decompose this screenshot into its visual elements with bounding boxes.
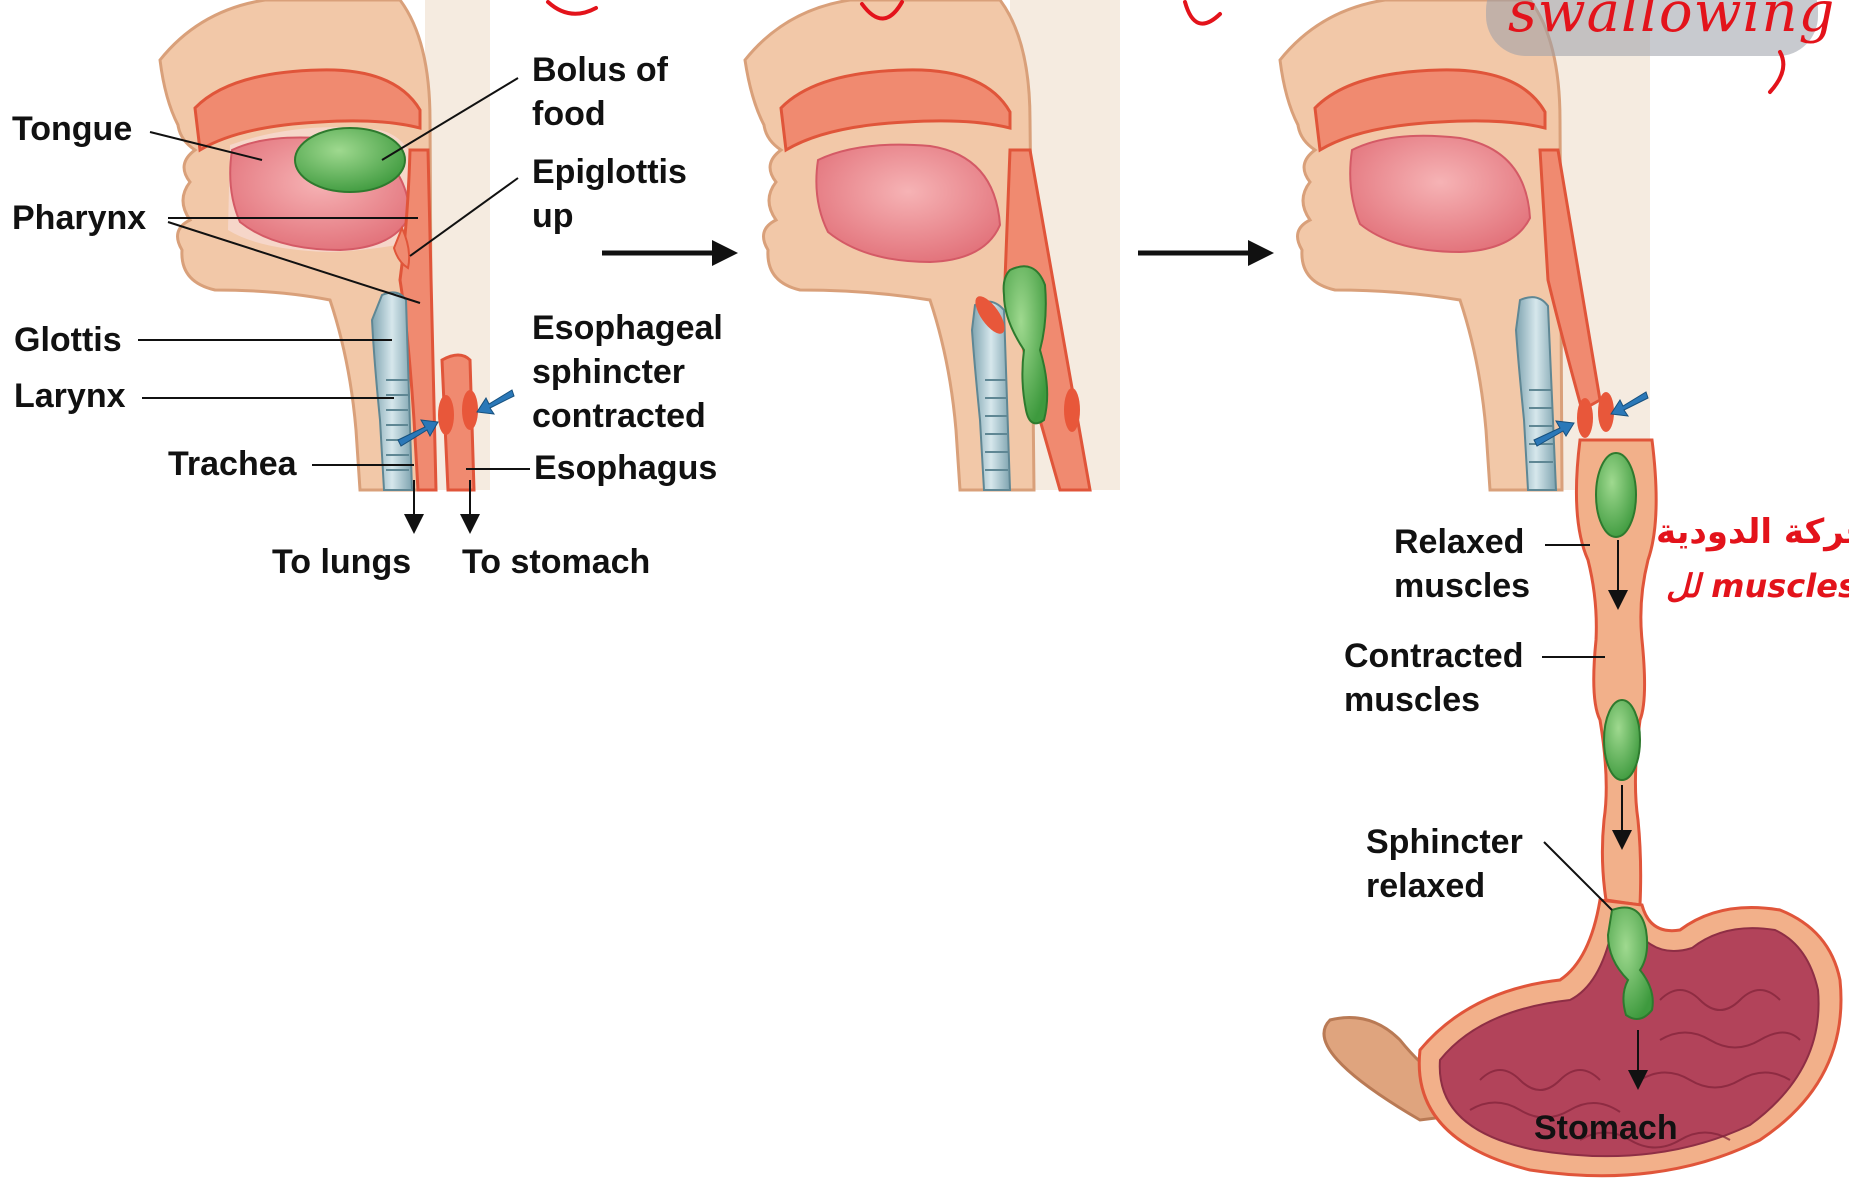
- label-pharynx: Pharynx: [12, 196, 146, 240]
- label-trachea: Trachea: [168, 442, 297, 486]
- label-esophageal-sphincter-contracted: Esophageal sphincter contracted: [532, 306, 723, 438]
- label-esophagus: Esophagus: [534, 446, 717, 490]
- label-sphincter-relaxed: Sphincter relaxed: [1366, 820, 1523, 908]
- label-relaxed-muscles: Relaxed muscles: [1394, 520, 1530, 608]
- scribble-4: [1770, 52, 1783, 92]
- sphincter-right: [462, 390, 478, 430]
- label-bolus-of-food: Bolus of food: [532, 48, 668, 136]
- label-epiglottis-up: Epiglottis up: [532, 150, 687, 238]
- sphincter-left: [438, 395, 454, 435]
- label-to-lungs: To lungs: [272, 540, 411, 584]
- scribble-1: [548, 2, 596, 14]
- handwritten-swallowing: swallowing: [1508, 0, 1835, 48]
- label-stomach: Stomach: [1534, 1106, 1678, 1150]
- panel-3-head-section: [1280, 0, 1650, 490]
- panel-2-head-section: [745, 0, 1120, 490]
- bolus-2: [1604, 700, 1640, 780]
- scribble-3: [1185, 2, 1220, 24]
- label-tongue: Tongue: [12, 107, 132, 151]
- label-larynx: Larynx: [14, 374, 126, 418]
- label-to-stomach: To stomach: [462, 540, 650, 584]
- sphincter-left-3: [1577, 398, 1593, 438]
- label-glottis: Glottis: [14, 318, 122, 362]
- label-contracted-muscles: Contracted muscles: [1344, 634, 1523, 722]
- bolus-1: [1596, 453, 1636, 537]
- sphincter-right-3: [1598, 392, 1614, 432]
- handwritten-arabic-muscles: muscles لل: [1666, 566, 1849, 606]
- sphincter-2: [1064, 388, 1080, 432]
- bolus-of-food: [295, 128, 405, 192]
- handwritten-arabic-peristalsis: الحركة الدودية: [1656, 512, 1849, 552]
- panel-1-head-section: [160, 0, 514, 490]
- esophagus-peristalsis: [1576, 440, 1656, 905]
